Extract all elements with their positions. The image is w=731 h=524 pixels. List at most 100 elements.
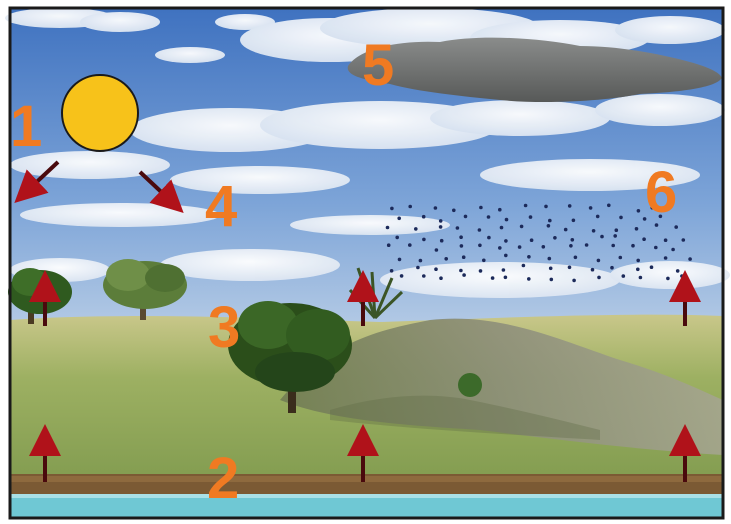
particle-dot: [444, 257, 448, 261]
particle-dot: [387, 243, 391, 247]
particle-dot: [500, 226, 504, 230]
particle-dot: [596, 215, 600, 219]
particle-dot: [613, 234, 617, 238]
particle-dot: [607, 204, 611, 208]
label-sun: 1: [10, 94, 42, 159]
particle-dot: [504, 239, 508, 243]
particle-dot: [568, 266, 572, 270]
particle-dot: [439, 276, 443, 280]
sun: [62, 75, 138, 151]
particle-dot: [636, 268, 640, 272]
particle-dot: [631, 244, 635, 248]
particle-dot: [502, 268, 506, 272]
particle-dot: [524, 204, 528, 208]
particle-dot: [564, 228, 568, 232]
particle-dot: [434, 206, 438, 210]
particle-dot: [487, 236, 491, 240]
particle-dot: [386, 226, 390, 230]
particle-dot: [487, 215, 491, 219]
particle-dot: [544, 205, 548, 209]
particle-dot: [422, 274, 426, 278]
particle-dot: [585, 243, 589, 247]
particle-dot: [591, 268, 595, 272]
particle-dot: [462, 273, 466, 277]
particle-dot: [452, 209, 456, 213]
particle-dot: [456, 226, 460, 230]
particle-dot: [491, 276, 495, 280]
particle-dot: [462, 255, 466, 259]
particle-dot: [619, 216, 623, 220]
particle-dot: [592, 229, 596, 233]
particle-dot: [520, 225, 524, 229]
particle-dot: [597, 276, 601, 280]
particle-dot: [504, 254, 508, 258]
particle-dot: [610, 266, 614, 270]
particle-dot: [459, 235, 463, 239]
label-incoming-radiation: 4: [205, 174, 237, 239]
particle-dot: [504, 276, 508, 280]
particle-dot: [572, 279, 576, 283]
particle-dot: [650, 265, 654, 269]
particle-dot: [639, 276, 643, 280]
particle-dot: [482, 259, 486, 263]
particle-dot: [479, 206, 483, 210]
particle-dot: [390, 269, 394, 273]
label-vegetation: 3: [208, 295, 240, 360]
particle-dot: [574, 255, 578, 259]
particle-dot: [498, 246, 502, 250]
particle-dot: [419, 259, 423, 263]
particle-dot: [522, 264, 526, 268]
shrub-small: [458, 373, 482, 397]
particle-dot: [397, 217, 401, 221]
particle-dot: [529, 215, 533, 219]
particle-dot: [408, 243, 412, 247]
particle-dot: [671, 248, 675, 252]
particle-dot: [390, 207, 394, 211]
particle-dot: [395, 236, 399, 240]
particle-dot: [635, 227, 639, 231]
particle-dot: [688, 257, 692, 261]
particle-dot: [498, 208, 502, 212]
particle-dot: [682, 238, 686, 242]
particle-dot: [597, 259, 601, 263]
particle-dot: [439, 225, 443, 229]
particle-dot: [478, 244, 482, 248]
particle-dot: [664, 238, 668, 242]
particle-dot: [422, 238, 426, 242]
particle-dot: [440, 239, 444, 243]
particle-dot: [568, 204, 572, 208]
label-particles: 6: [645, 160, 677, 225]
particle-dot: [408, 205, 412, 209]
particle-dot: [680, 274, 684, 278]
particle-dot: [611, 244, 615, 248]
particle-dot: [569, 244, 573, 248]
particle-dot: [422, 215, 426, 219]
particle-dot: [674, 225, 678, 229]
particle-dot: [572, 219, 576, 223]
particle-dot: [553, 236, 557, 240]
particle-dot: [460, 244, 464, 248]
particle-dot: [459, 269, 463, 273]
particle-dot: [654, 246, 658, 250]
particle-dot: [589, 206, 593, 210]
particle-dot: [527, 277, 531, 281]
particle-dot: [439, 219, 443, 223]
particle-dot: [637, 209, 641, 213]
particle-dot: [435, 248, 439, 252]
particle-dot: [505, 218, 509, 222]
particle-dot: [398, 258, 402, 262]
particle-dot: [542, 245, 546, 249]
particle-dot: [571, 238, 575, 242]
particle-dot: [642, 237, 646, 241]
particle-dot: [676, 269, 680, 273]
particle-dot: [518, 245, 522, 249]
particle-dot: [527, 255, 531, 259]
particle-dot: [414, 227, 418, 231]
particle-dot: [479, 269, 483, 273]
particle-dot: [478, 228, 482, 232]
particle-dot: [434, 267, 438, 271]
particle-dot: [550, 278, 554, 282]
particle-dot: [615, 228, 619, 232]
particle-dot: [530, 238, 534, 242]
particle-dot: [416, 266, 420, 270]
